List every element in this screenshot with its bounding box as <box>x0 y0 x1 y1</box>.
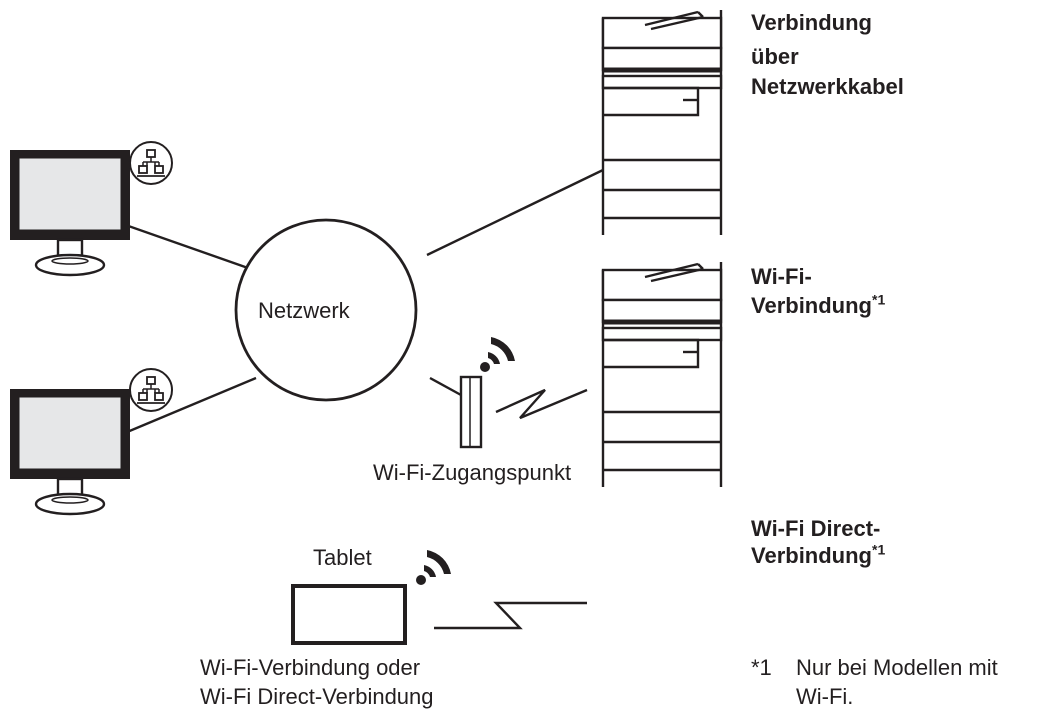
pc1-network-link <box>119 221 249 270</box>
network-accesspoint-link <box>429 376 462 397</box>
network-port-icon <box>129 368 173 412</box>
footnote-line1: Nur bei Modellen mit <box>796 655 998 680</box>
printer1-label-line2: über <box>751 44 799 69</box>
printer3-footnote-mark: *1 <box>872 541 886 558</box>
printer3-label-line2: Verbindung <box>751 543 872 568</box>
printer2-label-line2: Verbindung <box>751 293 872 318</box>
footnote-mark: *1 <box>751 655 772 680</box>
printer2-footnote-mark: *1 <box>872 291 886 308</box>
access-point-icon <box>459 375 483 449</box>
network-port-icon <box>129 141 173 185</box>
printer-icon <box>603 262 721 487</box>
wifi-signal-icon <box>416 550 451 585</box>
accesspoint-printer2-wireless-link <box>495 388 588 420</box>
printer-icon <box>603 10 721 235</box>
tablet-connection-line1: Wi-Fi-Verbindung oder <box>200 655 421 680</box>
access-point-label: Wi-Fi-Zugangspunkt <box>373 460 572 485</box>
network-printer1-link <box>426 168 604 257</box>
printer-icon <box>603 508 721 713</box>
wifi-signal-icon <box>480 337 515 372</box>
printer2-label-line1: Wi-Fi- <box>751 264 812 289</box>
pc2-network-link <box>119 376 257 437</box>
computer-icon <box>8 148 132 277</box>
network-label: Netzwerk <box>258 298 350 323</box>
printer1-label-line1: Verbindung <box>751 10 872 35</box>
printer1-label-line3: Netzwerkkabel <box>751 74 904 99</box>
computer-icon <box>8 387 132 516</box>
tablet-printer3-wireless-link <box>434 601 587 630</box>
network-circle <box>234 218 418 402</box>
tablet-connection-line2: Wi-Fi Direct-Verbindung <box>200 684 434 709</box>
tablet-icon <box>291 584 407 645</box>
footnote-line2: Wi-Fi. <box>796 684 854 709</box>
tablet-label: Tablet <box>313 545 372 570</box>
connection-lines <box>119 168 604 630</box>
printer3-label-line1: Wi-Fi Direct- <box>751 516 881 541</box>
